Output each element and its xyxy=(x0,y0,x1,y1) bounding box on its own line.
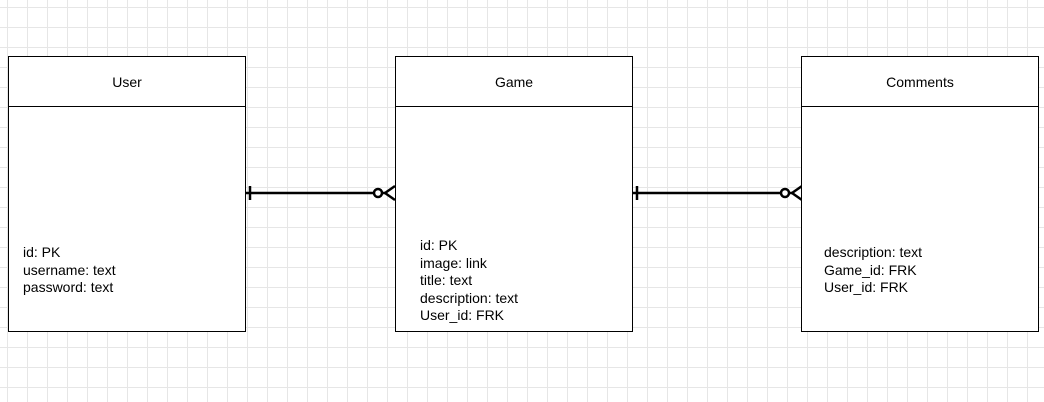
attribute-list: id: PK username: text password: text xyxy=(23,244,116,297)
attribute-item: title: text xyxy=(420,272,473,288)
crowfoot-lower xyxy=(791,191,803,202)
entity-title: User xyxy=(9,57,245,107)
entity-body: id: PK username: text password: text xyxy=(9,107,245,331)
attribute-item: username: text xyxy=(23,261,116,278)
attribute-item: description: text xyxy=(824,244,923,260)
attribute-item: id: PK xyxy=(23,244,61,260)
attribute-list: description: text Game_id: FRK User_id: … xyxy=(824,244,922,297)
entity-body: id: PK image: link title: text descripti… xyxy=(396,107,632,331)
entity-title: Game xyxy=(396,57,632,107)
entity-game[interactable]: Game id: PK image: link title: text desc… xyxy=(395,56,633,332)
attribute-list: id: PK image: link title: text descripti… xyxy=(420,237,518,325)
relationship-game-comments[interactable] xyxy=(632,184,803,202)
crowfoot-upper xyxy=(384,184,396,195)
entity-comments[interactable]: Comments description: text Game_id: FRK … xyxy=(801,56,1039,332)
attribute-item: Game_id: FRK xyxy=(824,261,917,278)
entity-body: description: text Game_id: FRK User_id: … xyxy=(802,107,1038,331)
entity-user[interactable]: User id: PK username: text password: tex… xyxy=(8,56,246,332)
attribute-item: id: PK xyxy=(420,237,458,253)
relationship-user-game[interactable] xyxy=(245,184,396,202)
attribute-item: description: text xyxy=(420,289,519,306)
crowfoot-upper xyxy=(791,184,803,195)
crowfoot-lower xyxy=(384,191,396,202)
attribute-item: User_id: FRK xyxy=(420,307,505,323)
attribute-item: User_id: FRK xyxy=(824,279,909,295)
attribute-item: password: text xyxy=(23,279,114,295)
attribute-item: image: link xyxy=(420,254,487,271)
zero-marker xyxy=(372,187,384,199)
zero-marker xyxy=(779,187,791,199)
entity-title: Comments xyxy=(802,57,1038,107)
